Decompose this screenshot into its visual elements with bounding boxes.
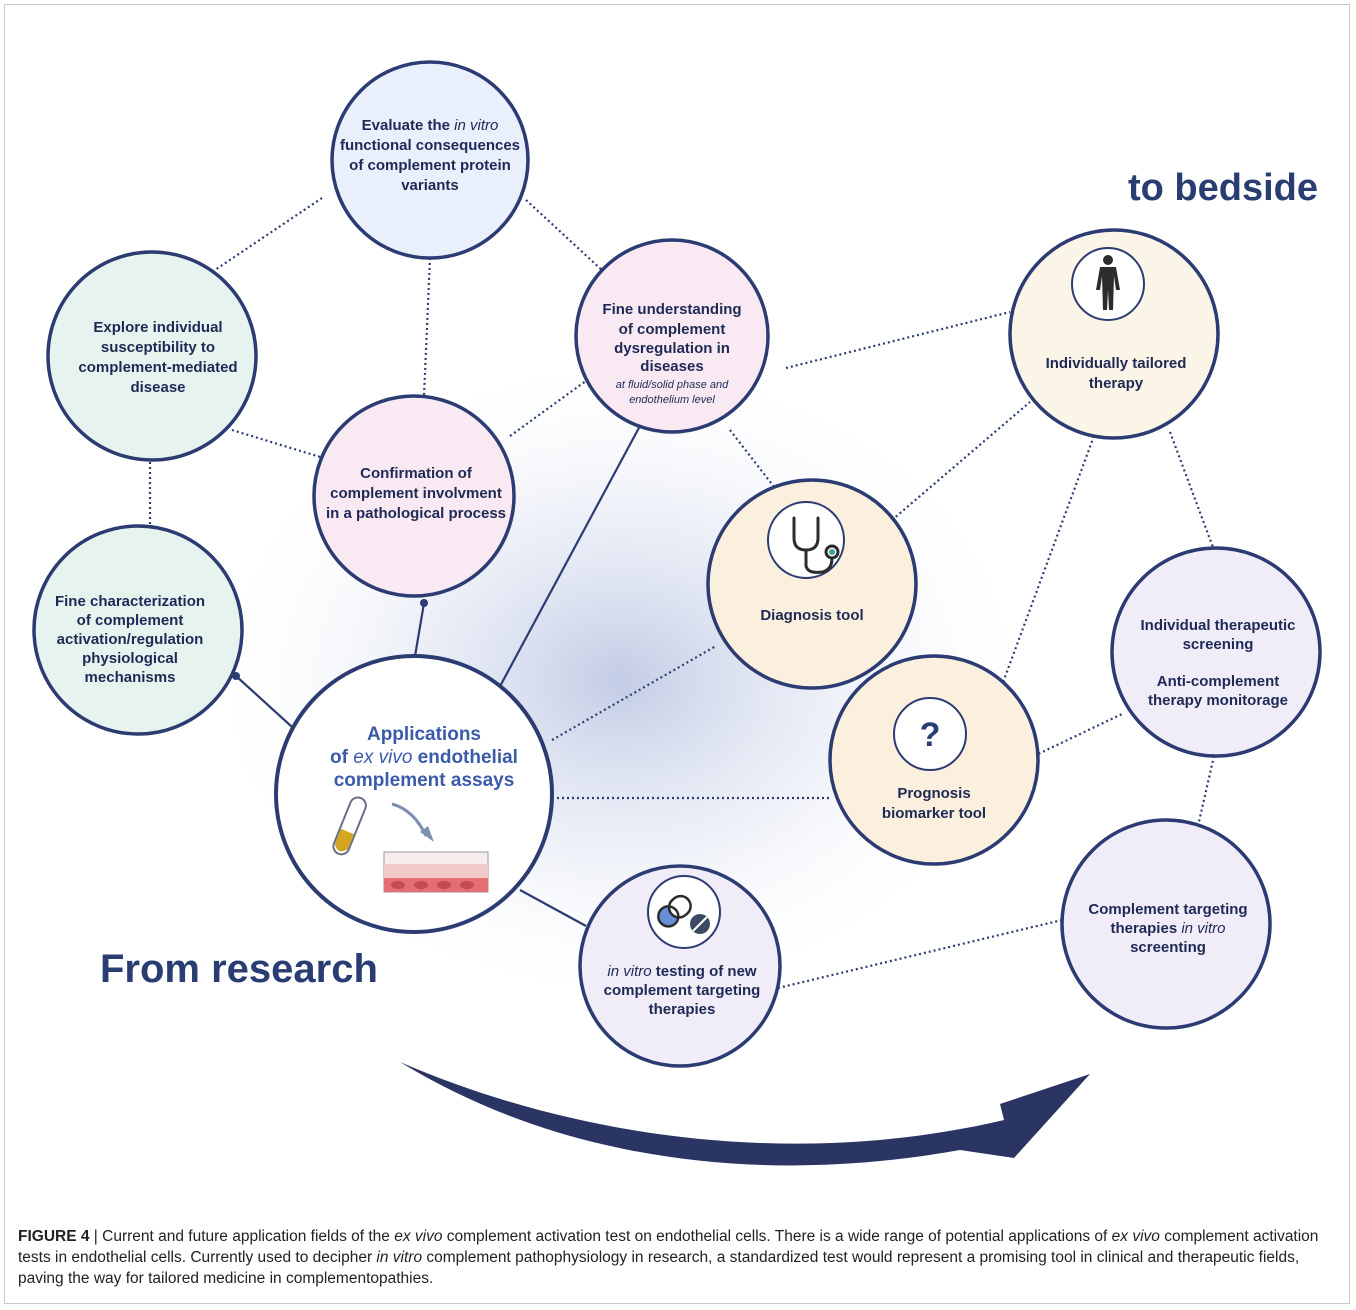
node-applications: Applications of ex vivo endothelial comp…	[274, 654, 554, 934]
svg-text:of ex vivo endothelial: of ex vivo endothelial	[330, 747, 518, 768]
link-applications-invitro	[519, 889, 587, 927]
svg-text:therapy monitorage: therapy monitorage	[1148, 692, 1288, 709]
svg-text:complement involvment: complement involvment	[330, 485, 502, 502]
node-confirmation: Confirmation of complement involvment in…	[312, 394, 516, 598]
stethoscope-icon-frame	[767, 501, 845, 579]
svg-text:of complement: of complement	[619, 321, 726, 338]
svg-text:of complement protein: of complement protein	[349, 157, 511, 174]
svg-text:diseases: diseases	[640, 358, 703, 375]
svg-text:physiological: physiological	[82, 650, 178, 667]
svg-text:susceptibility to: susceptibility to	[101, 339, 215, 356]
svg-text:Applications: Applications	[367, 724, 481, 745]
svg-text:activation/regulation: activation/regulation	[57, 631, 204, 648]
link-confirmation-understanding	[509, 377, 591, 437]
svg-text:in a pathological process: in a pathological process	[326, 505, 506, 522]
svg-text:therapies: therapies	[649, 1001, 716, 1018]
link-evaluate-confirmation	[422, 257, 432, 397]
svg-text:screenting: screenting	[1130, 939, 1206, 956]
svg-text:Fine understanding: Fine understanding	[602, 301, 741, 318]
pill-icon	[657, 894, 692, 928]
svg-text:complement targeting: complement targeting	[604, 982, 761, 999]
node-evaluate: Evaluate the in vitro functional consequ…	[330, 60, 530, 260]
link-understanding-tailored	[785, 310, 1011, 370]
progress-arrow	[400, 1062, 1090, 1166]
figure-frame	[4, 4, 1350, 1304]
svg-text:Evaluate the in vitro: Evaluate the in vitro	[362, 117, 499, 134]
link-evaluate-explore	[211, 197, 323, 273]
test-tube-icon	[332, 796, 367, 856]
svg-text:Prognosis: Prognosis	[897, 785, 970, 802]
svg-text:complement assays: complement assays	[334, 770, 515, 791]
link-evaluate-fine-understanding	[525, 199, 605, 273]
link-diagnosis-tailored	[891, 401, 1031, 521]
link-tailored-screening	[1168, 431, 1216, 551]
diagram: Evaluate the in vitro functional consequ…	[32, 60, 1322, 1166]
svg-text:Fine characterization: Fine characterization	[55, 593, 205, 610]
figure-caption: FIGURE 4 | Current and future applicatio…	[18, 1228, 1319, 1287]
svg-text:in vitro testing of new: in vitro testing of new	[607, 963, 757, 980]
link-screening-targeting	[1196, 755, 1216, 827]
link-prognosis-screening	[1033, 713, 1123, 757]
svg-text:functional consequences: functional consequences	[340, 137, 520, 154]
node-targeting-screening: Complement targeting therapies in vitro …	[1060, 818, 1272, 1030]
svg-text:complement-mediated: complement-mediated	[78, 359, 237, 376]
link-prognosis-tailored	[996, 435, 1096, 697]
node-fine-understanding: Fine understanding of complement dysregu…	[574, 238, 770, 434]
svg-text:biomarker tool: biomarker tool	[882, 805, 986, 822]
svg-text:screening: screening	[1183, 636, 1254, 653]
link-applications-characterization	[235, 675, 303, 737]
svg-text:Confirmation of: Confirmation of	[360, 465, 473, 482]
svg-text:mechanisms: mechanisms	[85, 669, 176, 686]
link-applications-understanding	[497, 423, 642, 691]
node-fine-characterization: Fine characterization of complement acti…	[32, 524, 244, 736]
link-explore-confirmation	[231, 428, 331, 462]
svg-text:Explore individual: Explore individual	[93, 319, 222, 336]
node-prognosis: ? Prognosis biomarker tool	[828, 654, 1040, 866]
svg-text:Complement targeting: Complement targeting	[1088, 901, 1247, 918]
svg-text:disease: disease	[130, 379, 185, 396]
node-in-vitro-testing: in vitro testing of new complement targe…	[578, 864, 782, 1068]
cell-culture-well-icon	[383, 851, 489, 893]
svg-text:dysregulation in: dysregulation in	[614, 340, 730, 357]
question-icon: ?	[920, 716, 941, 754]
question-icon-frame	[893, 697, 967, 771]
person-icon	[1096, 255, 1120, 310]
heading-from-research: From research	[100, 947, 378, 991]
heading-to-bedside: to bedside	[1128, 167, 1318, 209]
link-understanding-diagnosis	[729, 429, 779, 493]
svg-text:therapy: therapy	[1089, 375, 1144, 392]
svg-text:Individual therapeutic: Individual therapeutic	[1140, 617, 1295, 634]
svg-text:endothelium level: endothelium level	[629, 394, 715, 406]
caption-label: FIGURE 4	[18, 1228, 90, 1245]
node-individually-tailored: Individually tailored therapy	[1008, 228, 1220, 440]
svg-text:of complement: of complement	[77, 612, 184, 629]
node-diagnosis: Diagnosis tool	[706, 478, 918, 690]
svg-text:therapies in vitro: therapies in vitro	[1110, 920, 1225, 937]
node-individual-screening: Individual therapeutic screening Anti-co…	[1110, 546, 1322, 758]
svg-text:Anti-complement: Anti-complement	[1157, 673, 1280, 690]
link-invitro-targeting	[777, 918, 1063, 990]
link-applications-diagnosis	[551, 645, 717, 741]
svg-text:Diagnosis tool: Diagnosis tool	[760, 607, 863, 624]
svg-text:at fluid/solid phase and: at fluid/solid phase and	[616, 379, 729, 391]
svg-text:Individually tailored: Individually tailored	[1046, 355, 1187, 372]
node-explore: Explore individual susceptibility to com…	[46, 250, 258, 462]
svg-text:variants: variants	[401, 177, 459, 194]
